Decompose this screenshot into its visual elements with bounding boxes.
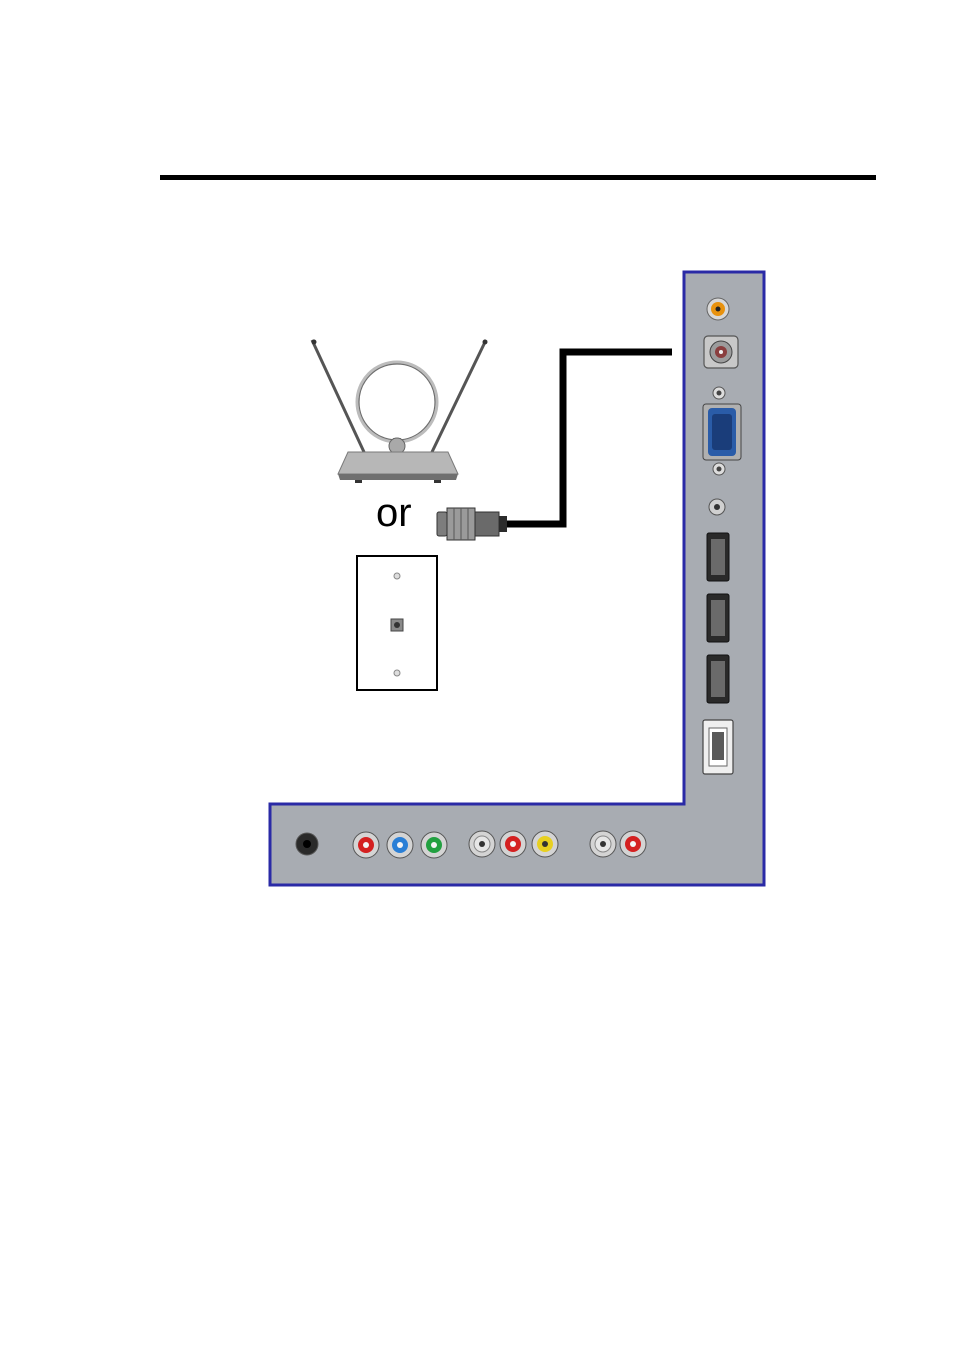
tv-rear-panel — [270, 272, 764, 885]
vga-port-icon — [703, 404, 741, 460]
headphone-jack-icon — [296, 833, 318, 855]
rf-input-port-icon — [704, 336, 738, 368]
component-pb-jack-icon — [387, 832, 413, 858]
av-audio-left-jack-icon — [469, 831, 495, 857]
spdif-port-icon — [707, 298, 729, 320]
av-video-jack-icon — [532, 831, 558, 857]
usb-port-icon — [703, 720, 733, 774]
pc-audio-port-icon — [709, 499, 725, 515]
hdmi-1-port-icon — [707, 533, 729, 581]
or-label: or — [376, 493, 412, 533]
hdmi-2-port-icon — [707, 594, 729, 642]
pc-audio-left-jack-icon — [590, 831, 616, 857]
wall-plate-icon — [357, 556, 437, 690]
coax-connector-icon — [437, 508, 507, 540]
component-y-jack-icon — [421, 832, 447, 858]
vga-screw-top-icon — [713, 387, 725, 399]
antenna-icon — [312, 340, 488, 484]
av-audio-right-jack-icon — [500, 831, 526, 857]
vga-screw-bottom-icon — [713, 463, 725, 475]
coax-cable — [505, 352, 672, 524]
hdmi-3-port-icon — [707, 655, 729, 703]
pc-audio-right-jack-icon — [620, 831, 646, 857]
component-pr-jack-icon — [353, 832, 379, 858]
